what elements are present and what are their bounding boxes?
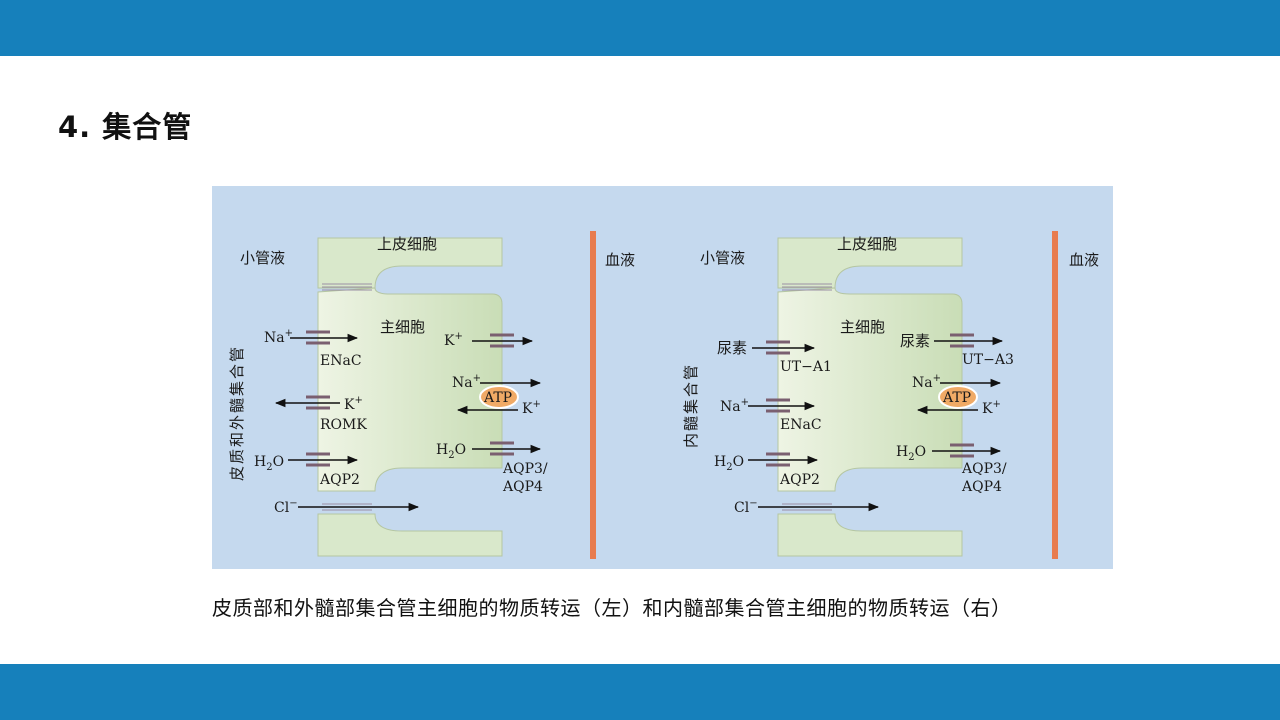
right-principal-cell-label: 主细胞 <box>840 318 885 336</box>
left-aqp2-channel <box>306 452 330 467</box>
left-aqp4-label: AQP4 <box>502 479 543 495</box>
right-blood-bar <box>1052 231 1058 559</box>
right-enac-channel <box>766 398 790 413</box>
left-k-label: K+ <box>344 395 363 413</box>
left-epithelium-label: 上皮细胞 <box>377 235 437 253</box>
left-romk-channel <box>306 395 330 410</box>
right-cl-label: Cl− <box>734 498 758 516</box>
left-atp-label: ATP <box>483 390 512 406</box>
right-na-label: Na+ <box>720 397 749 415</box>
left-blood-label: 血液 <box>605 251 635 269</box>
right-blood-label: 血液 <box>1069 251 1099 269</box>
right-baso-urea-label: 尿素 <box>900 332 930 350</box>
right-pump-na-label: Na+ <box>912 373 941 391</box>
right-aqp2-channel <box>766 452 790 467</box>
left-aqp2-label: AQP2 <box>319 472 360 488</box>
right-principal-cell <box>777 287 963 492</box>
left-romk-label: ROMK <box>320 417 367 433</box>
right-lower-epithelium <box>777 513 963 557</box>
figure-caption: 皮质部和外髓部集合管主细胞的物质转运（左）和内髓部集合管主细胞的物质转运（右） <box>212 596 1012 620</box>
right-enac-label: ENaC <box>780 417 822 433</box>
left-lower-epithelium <box>317 513 503 557</box>
left-lumen-label: 小管液 <box>240 249 285 267</box>
right-panel: 小管液 上皮细胞 主细胞 内髓集合管 血液 尿素 UT−A1 Na+ ENaC … <box>682 231 1099 559</box>
left-blood-bar <box>590 231 596 559</box>
right-atp-pump <box>938 385 978 409</box>
right-lumen-label: 小管液 <box>700 249 745 267</box>
transport-figure: 小管液 上皮细胞 主细胞 皮质和外髓集合管 血液 Na+ ENaC K+ ROM… <box>212 186 1113 573</box>
top-band <box>0 0 1280 56</box>
right-h2o-label: H2O <box>714 454 744 473</box>
left-enac-channel <box>306 330 330 345</box>
right-pump-k-label: K+ <box>982 399 1001 417</box>
left-baso-h2o-label: H2O <box>436 442 466 461</box>
left-baso-k-label: K+ <box>444 331 463 349</box>
right-aqp3-label: AQP3/ <box>961 461 1007 477</box>
right-ut-a1-channel <box>766 340 790 355</box>
right-ut-a3-label: UT−A3 <box>962 352 1014 368</box>
right-vertical-label: 内髓集合管 <box>682 363 700 448</box>
left-aqp3-label: AQP3/ <box>502 461 548 477</box>
right-atp-label: ATP <box>942 390 971 406</box>
left-pump-na-label: Na+ <box>452 373 481 391</box>
left-tight-junction-top <box>322 283 372 291</box>
left-aqp34-channel <box>490 441 514 456</box>
page-title: 4. 集合管 <box>58 110 193 144</box>
left-panel: 小管液 上皮细胞 主细胞 皮质和外髓集合管 血液 Na+ ENaC K+ ROM… <box>228 231 635 559</box>
left-enac-label: ENaC <box>320 353 362 369</box>
right-baso-h2o-label: H2O <box>896 444 926 463</box>
left-cl-label: Cl− <box>274 498 298 516</box>
left-basolateral-k-channel <box>490 333 514 348</box>
right-tight-junction-top <box>782 283 832 291</box>
left-vertical-label: 皮质和外髓集合管 <box>228 345 246 481</box>
right-aqp2-label: AQP2 <box>779 472 820 488</box>
right-aqp34-channel <box>950 443 974 458</box>
right-ut-a3-channel <box>950 333 974 348</box>
left-atp-pump <box>479 385 519 409</box>
left-principal-cell-label: 主细胞 <box>380 318 425 336</box>
left-na-label: Na+ <box>264 328 293 346</box>
right-ut-a1-label: UT−A1 <box>780 359 832 375</box>
left-pump-k-label: K+ <box>522 399 541 417</box>
left-h2o-label: H2O <box>254 454 284 473</box>
right-urea-label: 尿素 <box>717 339 747 357</box>
left-principal-cell <box>317 287 503 492</box>
bottom-band <box>0 664 1280 720</box>
right-aqp4-label: AQP4 <box>961 479 1002 495</box>
right-epithelium-label: 上皮细胞 <box>837 235 897 253</box>
